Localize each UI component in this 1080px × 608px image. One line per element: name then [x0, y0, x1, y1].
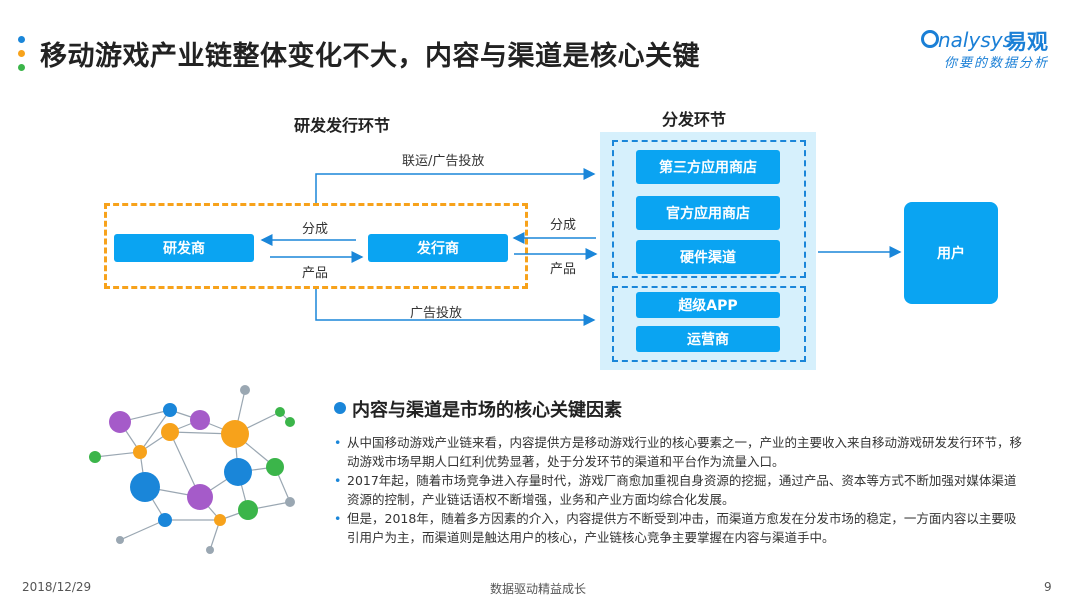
channel-group-1	[612, 140, 806, 278]
dot-orange	[18, 50, 25, 57]
logo-mark-icon	[921, 30, 939, 48]
channel-official-store: 官方应用商店	[636, 196, 780, 230]
factor-title: 内容与渠道是市场的核心关键因素	[352, 400, 622, 421]
channel-group-2	[612, 286, 806, 362]
factor-bullets: 从中国移动游戏产业链来看，内容提供方是移动游戏行业的核心要素之一，产业的主要收入…	[334, 433, 1024, 547]
label-bottom-branch: 广告投放	[410, 306, 463, 321]
developer-node: 研发商	[114, 234, 254, 262]
publisher-node: 发行商	[368, 234, 508, 262]
user-node: 用户	[904, 202, 998, 304]
footer-date: 2018/12/29	[22, 580, 92, 594]
label-product-1: 产品	[302, 266, 329, 281]
factor-bullet-dot	[334, 402, 346, 414]
label-product-2: 产品	[550, 262, 577, 277]
logo-en: nalysys	[938, 28, 1013, 52]
footer-center: 数据驱动精益成长	[490, 582, 587, 596]
left-section-label: 研发发行环节	[294, 116, 391, 135]
network-illustration	[89, 385, 295, 554]
label-top-branch: 联运/广告投放	[402, 154, 485, 169]
arrow-top-branch	[315, 168, 596, 203]
right-section-label: 分发环节	[662, 110, 727, 129]
label-share-2: 分成	[550, 218, 577, 233]
channel-hardware: 硬件渠道	[636, 240, 780, 274]
channel-third-party-store: 第三方应用商店	[636, 150, 780, 184]
footer-page-number: 9	[1044, 580, 1052, 594]
channel-super-app: 超级APP	[636, 292, 780, 318]
label-share-1: 分成	[302, 222, 329, 237]
channel-operator: 运营商	[636, 326, 780, 352]
logo-slogan: 你要的数据分析	[944, 56, 1050, 71]
bullet-2: 2017年起，随着市场竞争进入存量时代，游戏厂商愈加重视自身资源的挖掘，通过产品…	[334, 471, 1024, 509]
dot-green	[18, 64, 25, 71]
page-title: 移动游戏产业链整体变化不大，内容与渠道是核心关键	[40, 41, 700, 72]
bullet-1: 从中国移动游戏产业链来看，内容提供方是移动游戏行业的核心要素之一，产业的主要收入…	[334, 433, 1024, 471]
dev-publish-group	[104, 203, 528, 289]
bullet-3: 但是，2018年，随着多方因素的介入，内容提供方不断受到冲击，而渠道方愈发在分发…	[334, 509, 1024, 547]
logo-cn: 易观	[1006, 30, 1048, 54]
arrow-bottom-branch	[315, 289, 596, 326]
dot-blue	[18, 36, 25, 43]
